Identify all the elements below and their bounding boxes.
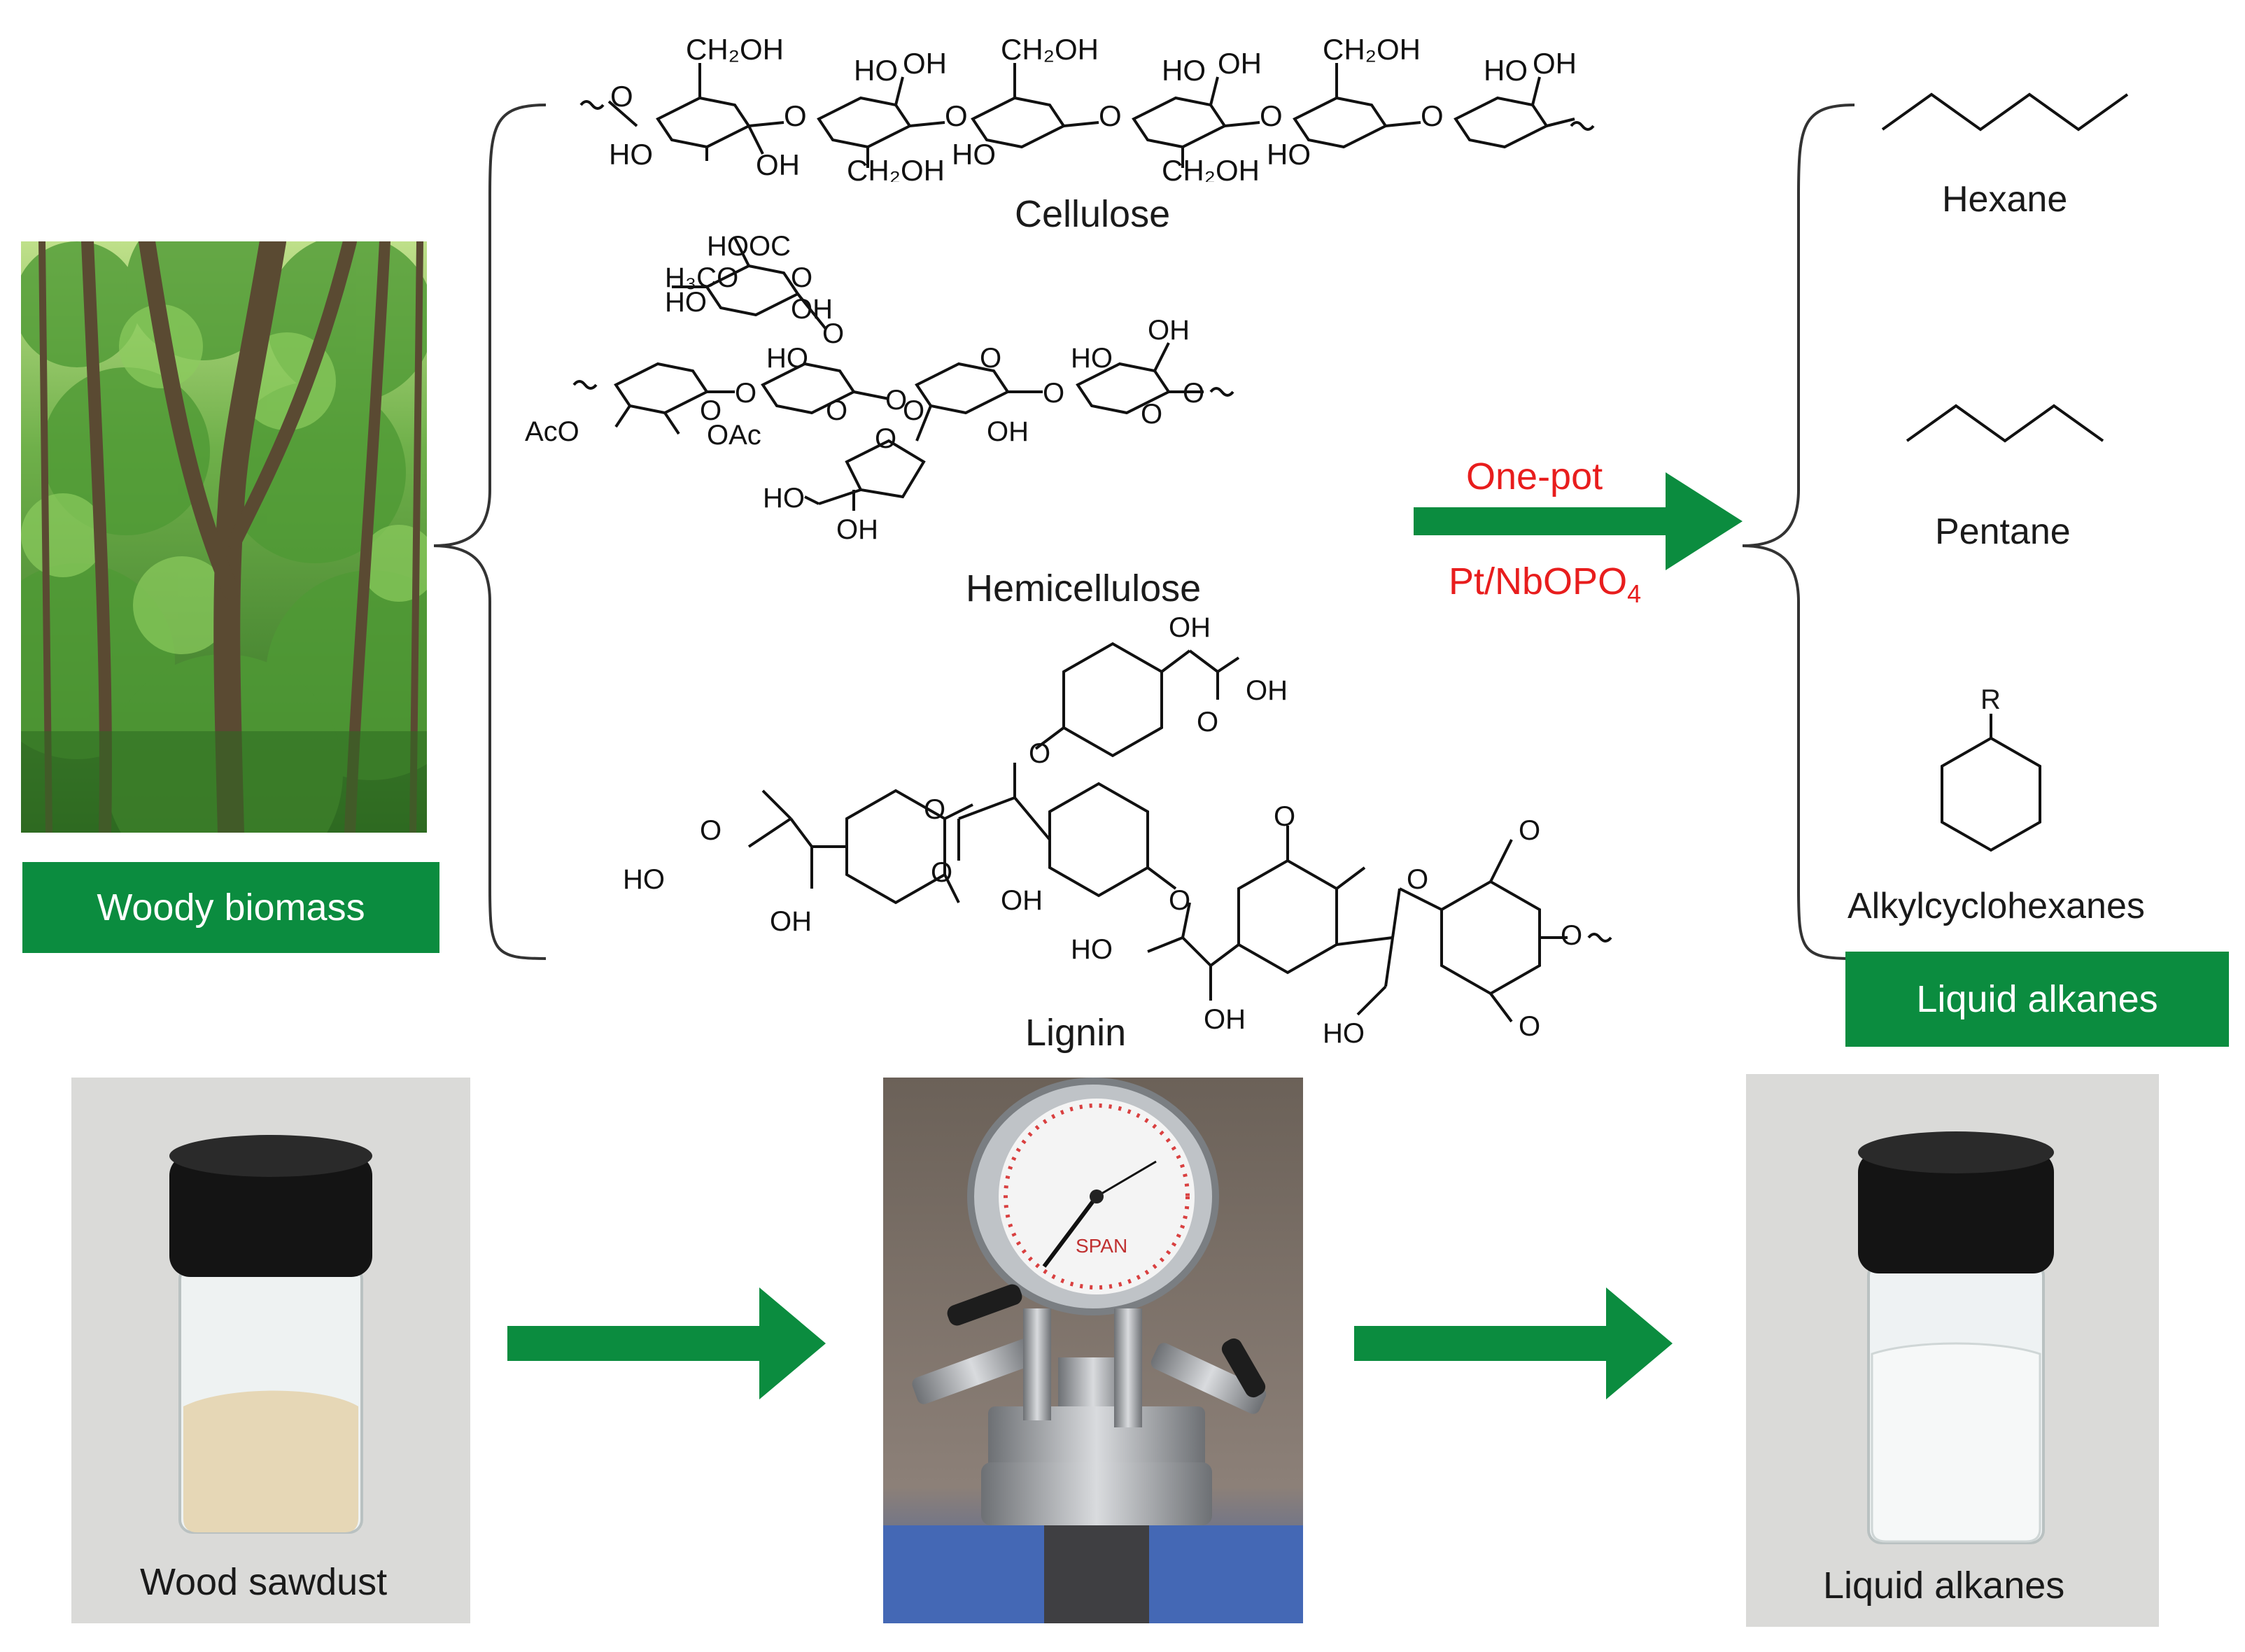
svg-text:O: O [903, 395, 924, 426]
hexane-structure [1881, 92, 2129, 132]
reactor-photo: SPAN [883, 1078, 1303, 1623]
svg-text:O: O [610, 80, 633, 113]
svg-text:HOOC: HOOC [707, 231, 791, 262]
svg-text:OH: OH [1533, 47, 1577, 80]
hexane-label: Hexane [1942, 179, 2068, 220]
wood-sawdust-label: Wood sawdust [140, 1561, 388, 1603]
svg-text:OH: OH [1246, 675, 1288, 706]
svg-text:HO: HO [952, 138, 996, 171]
svg-text:HO: HO [763, 483, 805, 514]
svg-text:HO: HO [1071, 934, 1113, 965]
svg-text:OH: OH [791, 294, 833, 325]
liquid-alkanes-photo: Liquid alkanes [1746, 1074, 2159, 1627]
svg-text:CH₂OH: CH₂OH [1162, 154, 1260, 182]
hemicellulose-structure: HOOC H₃CO HO O OH O AcO O OAc O HO O O O… [525, 231, 1234, 545]
svg-text:OH: OH [1001, 885, 1043, 916]
svg-text:OH: OH [1169, 612, 1211, 643]
svg-text:H₃CO: H₃CO [665, 262, 738, 293]
svg-text:O: O [1169, 885, 1190, 916]
lignin-label: Lignin [1025, 1012, 1127, 1054]
svg-text:OH: OH [836, 514, 878, 545]
svg-text:HO: HO [1071, 343, 1113, 374]
svg-text:O: O [931, 857, 952, 888]
catalyst-label: Pt/NbOPO4 [1449, 560, 1641, 609]
svg-text:HO: HO [609, 138, 653, 171]
pentane-label: Pentane [1935, 511, 2071, 552]
svg-text:O: O [1141, 399, 1162, 430]
svg-text:O: O [700, 395, 722, 426]
svg-text:O: O [945, 99, 968, 132]
process-arrow-2 [1354, 1287, 1673, 1399]
svg-text:O: O [700, 815, 722, 846]
right-brace [1742, 104, 1855, 960]
svg-text:O: O [1183, 378, 1204, 409]
svg-text:HO: HO [1162, 54, 1206, 87]
svg-text:OAc: OAc [707, 420, 761, 451]
svg-text:HO: HO [1323, 1018, 1365, 1049]
svg-text:O: O [1260, 99, 1283, 132]
svg-text:OH: OH [756, 148, 800, 181]
svg-text:OH: OH [1204, 1004, 1246, 1035]
svg-text:O: O [1519, 815, 1540, 846]
sawdust-photo: Wood sawdust [71, 1078, 470, 1623]
liquid-alkanes-label: Liquid alkanes [1845, 952, 2229, 1047]
svg-text:O: O [1421, 99, 1444, 132]
svg-text:O: O [875, 423, 896, 454]
svg-text:OH: OH [1218, 47, 1262, 80]
svg-text:O: O [924, 794, 945, 825]
svg-text:O: O [885, 385, 907, 416]
svg-text:CH₂OH: CH₂OH [686, 33, 784, 66]
catalyst-subscript: 4 [1627, 579, 1642, 608]
svg-text:O: O [791, 262, 812, 293]
cellulose-structure: O CH₂OH HO OH O HO OH CH₂OH O CH₂OH HO O… [579, 33, 1595, 182]
svg-text:HO: HO [623, 864, 665, 895]
forest-photo [21, 241, 427, 833]
svg-text:O: O [1099, 99, 1122, 132]
pentane-structure [1906, 404, 2104, 443]
svg-text:O: O [826, 395, 847, 426]
reaction-arrow [1414, 472, 1743, 570]
woody-biomass-label: Woody biomass [22, 862, 439, 953]
svg-text:HO: HO [1267, 138, 1311, 171]
catalyst-formula: Pt/NbOPO [1449, 560, 1628, 602]
cellulose-label: Cellulose [1015, 193, 1171, 235]
svg-text:O: O [735, 378, 756, 409]
svg-text:O: O [980, 343, 1001, 374]
svg-text:CH₂OH: CH₂OH [847, 154, 945, 182]
svg-text:HO: HO [766, 343, 808, 374]
r-group-label: R [1980, 684, 2001, 715]
gauge-brand: SPAN [1076, 1235, 1127, 1257]
svg-text:O: O [822, 318, 844, 349]
svg-text:O: O [1519, 1011, 1540, 1042]
one-pot-label: One-pot [1466, 456, 1603, 497]
svg-text:OH: OH [987, 416, 1029, 447]
svg-text:HO: HO [1484, 54, 1528, 87]
cyclohexane-structure [1941, 714, 2041, 852]
svg-text:O: O [784, 99, 807, 132]
svg-text:O: O [1561, 920, 1582, 951]
liquid-alkanes-photo-label: Liquid alkanes [1823, 1565, 2065, 1607]
svg-text:OH: OH [1148, 315, 1190, 346]
svg-text:CH₂OH: CH₂OH [1001, 33, 1099, 66]
svg-text:OH: OH [903, 47, 947, 80]
svg-text:O: O [1197, 707, 1218, 737]
lignin-structure: OH OH O O O O HO OH O OH O HO OH O O HO … [623, 612, 1612, 1049]
svg-text:O: O [1029, 738, 1050, 769]
svg-text:CH₂OH: CH₂OH [1323, 33, 1421, 66]
svg-text:O: O [1043, 378, 1064, 409]
process-arrow-1 [507, 1287, 826, 1399]
left-brace [433, 104, 547, 960]
svg-text:OH: OH [770, 906, 812, 937]
svg-text:AcO: AcO [525, 416, 579, 447]
svg-text:O: O [1407, 864, 1428, 895]
svg-text:HO: HO [854, 54, 898, 87]
svg-text:O: O [1274, 801, 1295, 832]
svg-text:HO: HO [665, 287, 707, 318]
hemicellulose-label: Hemicellulose [966, 567, 1202, 609]
alkylcyclohexanes-label: Alkylcyclohexanes [1848, 886, 2145, 926]
